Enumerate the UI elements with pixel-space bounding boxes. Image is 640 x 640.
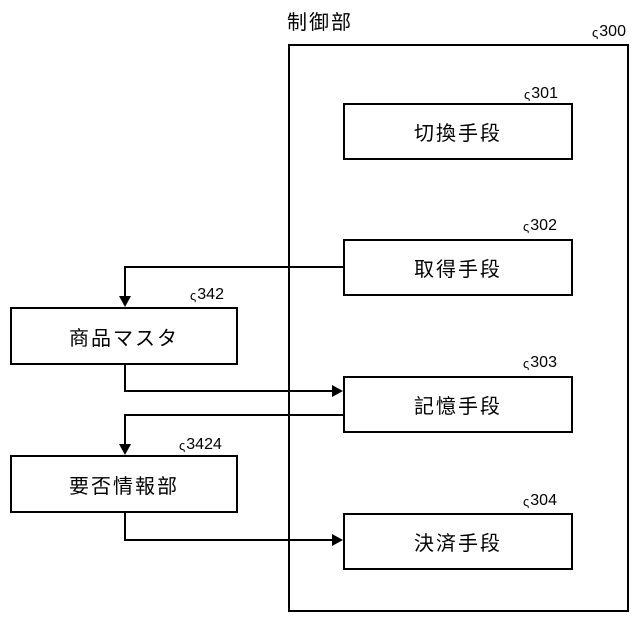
settlement-means-box: 決済手段 [343,513,573,570]
settlement-means-label: 決済手段 [414,531,502,555]
ref-number-300: 300 [599,23,626,40]
ref-label-342: ς342 [190,286,224,304]
ref-label-304: ς304 [523,492,557,510]
arrowhead-right-304 [332,534,343,546]
connector-3424-to-304 [124,511,343,546]
leader-squiggle-icon: ς [592,25,599,40]
storage-means-label: 記憶手段 [414,394,502,418]
switching-means-label: 切換手段 [414,121,502,145]
ref-number-301: 301 [531,85,558,102]
arrowhead-down-342 [119,296,131,307]
acquisition-means-box: 取得手段 [343,239,573,296]
ref-number-304: 304 [530,492,557,509]
ref-number-3424: 3424 [186,436,222,453]
acquisition-means-label: 取得手段 [414,257,502,281]
ref-label-3424: ς3424 [179,436,222,454]
leader-squiggle-icon: ς [523,494,530,509]
leader-squiggle-icon: ς [190,288,197,303]
switching-means-box: 切換手段 [343,103,573,160]
control-unit-label: 制御部 [287,10,353,34]
ref-number-303: 303 [530,354,557,371]
leader-squiggle-icon: ς [179,438,186,453]
leader-squiggle-icon: ς [523,356,530,371]
leader-squiggle-icon: ς [524,87,531,102]
ref-number-302: 302 [530,217,557,234]
arrowhead-right-303 [332,385,343,397]
connector-303-to-3424 [119,414,343,455]
product-master-label: 商品マスタ [69,325,179,350]
product-master-box: 商品マスタ [10,307,238,365]
leader-squiggle-icon: ς [523,219,530,234]
necessity-info-label: 要否情報部 [69,473,179,498]
ref-number-342: 342 [197,286,224,303]
ref-label-302: ς302 [523,217,557,235]
arrowhead-down-3424 [119,444,131,455]
necessity-info-box: 要否情報部 [10,455,238,513]
ref-label-303: ς303 [523,354,557,372]
connector-342-to-303 [124,364,343,397]
storage-means-box: 記憶手段 [343,376,573,433]
ref-label-301: ς301 [524,85,558,103]
connector-302-to-342 [119,266,343,307]
control-unit-box [288,44,629,612]
ref-label-300: ς300 [592,23,626,41]
